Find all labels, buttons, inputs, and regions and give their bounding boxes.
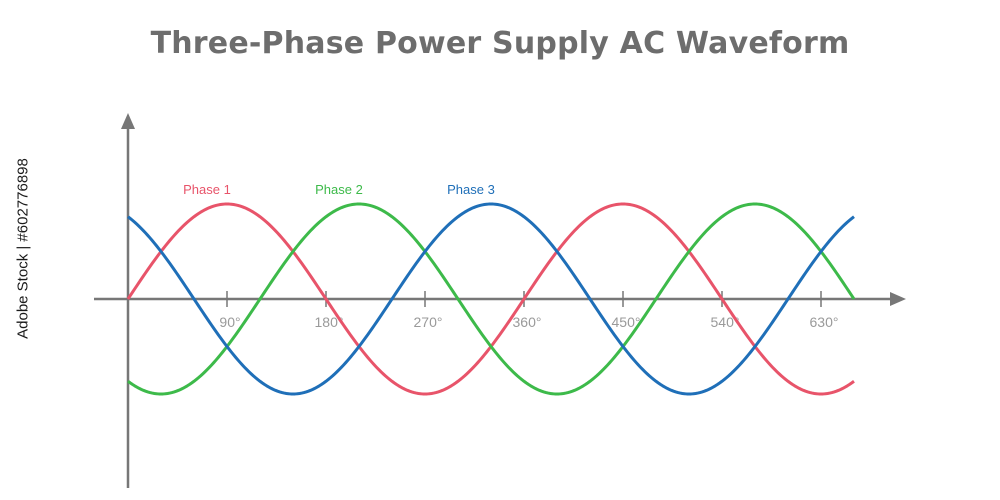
- x-tick-label: 180°: [315, 314, 344, 330]
- series-curves: [126, 202, 856, 396]
- x-tick-label: 450°: [612, 314, 641, 330]
- x-tick-label: 540°: [711, 314, 740, 330]
- series-label-3: Phase 3: [447, 182, 495, 197]
- x-axis-arrowhead: [890, 292, 906, 306]
- series-line-2: [127, 202, 856, 396]
- axes: [94, 113, 906, 488]
- series-labels: Phase 1 Phase 2 Phase 3: [183, 182, 495, 197]
- y-axis-arrowhead: [121, 113, 135, 129]
- x-tick-label: 270°: [414, 314, 443, 330]
- x-tick-label: 90°: [219, 314, 240, 330]
- series-line-3: [127, 202, 855, 396]
- x-ticks: 90° 180° 270° 360° 450° 540° 630°: [219, 291, 838, 330]
- x-tick-label: 630°: [810, 314, 839, 330]
- series-label-2: Phase 2: [315, 182, 363, 197]
- x-tick-label: 360°: [513, 314, 542, 330]
- series-label-1: Phase 1: [183, 182, 231, 197]
- chart-title: Three-Phase Power Supply AC Waveform: [150, 26, 850, 61]
